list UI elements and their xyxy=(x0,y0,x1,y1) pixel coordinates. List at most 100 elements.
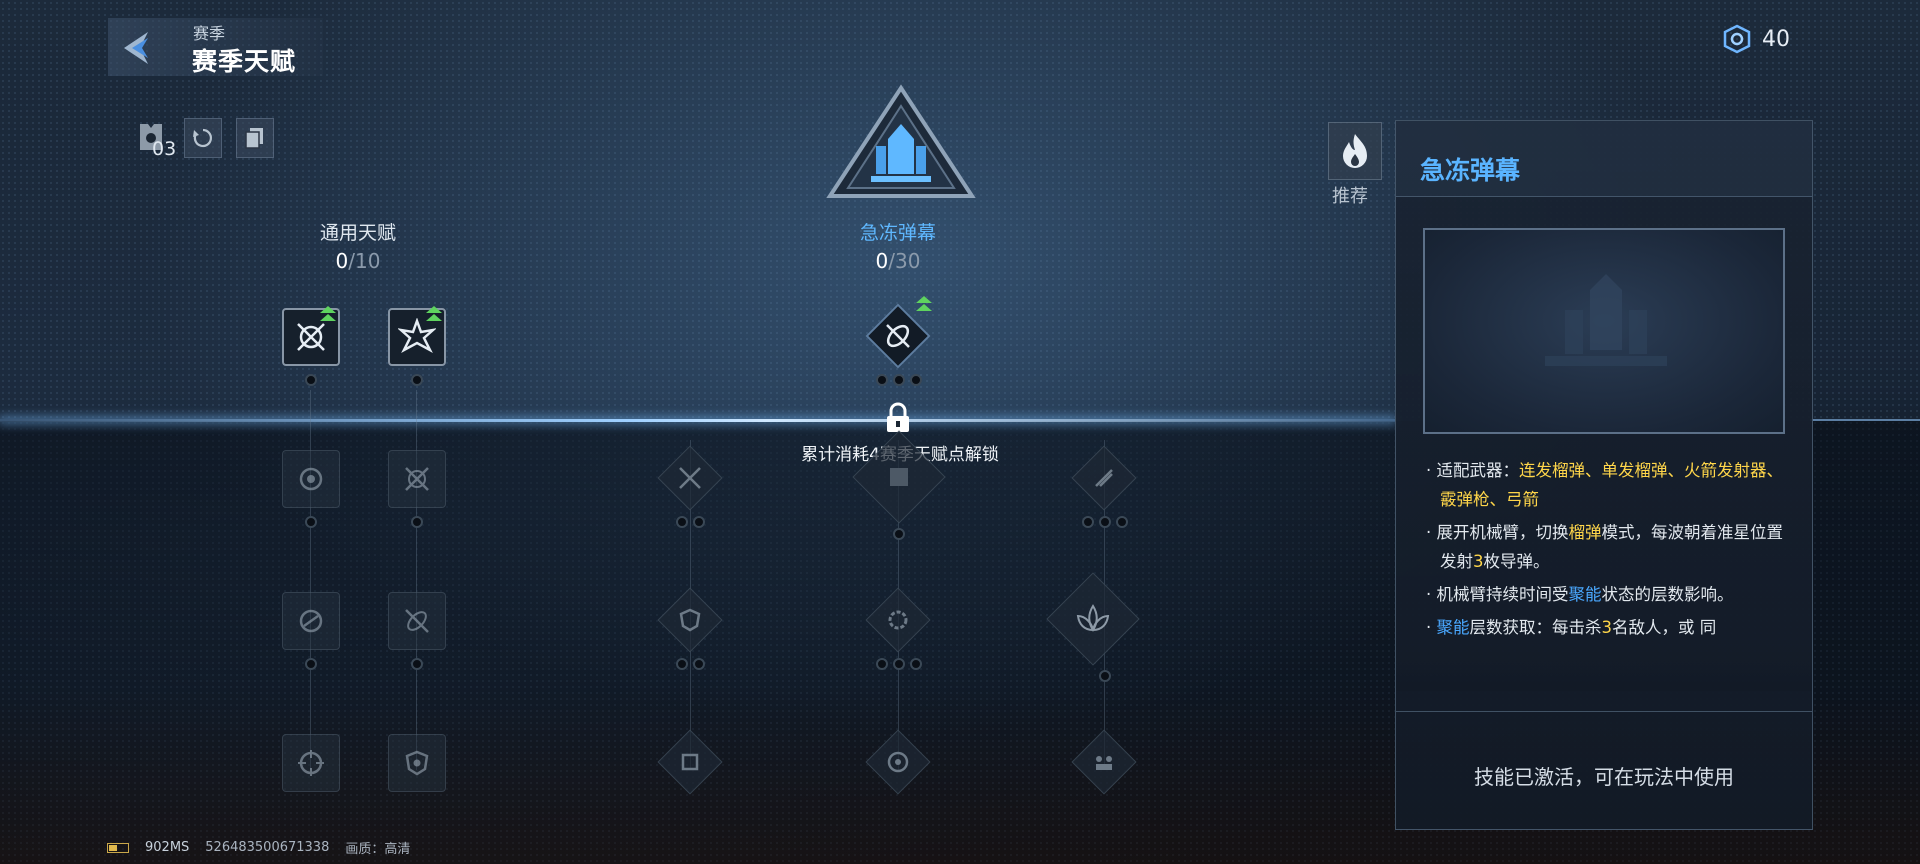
page-header: 赛季 赛季天赋 xyxy=(108,18,323,76)
node-level-dot xyxy=(876,374,888,386)
heart-shield-icon xyxy=(405,750,429,776)
ping-value: 902MS xyxy=(145,840,190,855)
upgrade-arrows-icon xyxy=(320,306,336,321)
node-level-dot xyxy=(305,374,317,386)
gear-icon xyxy=(888,610,908,630)
talent-node-locked[interactable] xyxy=(657,445,723,511)
description-line-2: · 机械臂持续时间受聚能状态的层数影响。 xyxy=(1426,585,1734,604)
rocket-spark-icon xyxy=(405,467,429,491)
node-level-dot xyxy=(411,374,423,386)
column-progress: 0/10 xyxy=(335,249,381,273)
skill-description: · 适配武器：连发榴弹、单发榴弹、火箭发射器、霰弹枪、弓箭 · 展开机械臂，切换… xyxy=(1426,456,1796,661)
node-level-dot xyxy=(1099,670,1111,682)
talent-node-locked[interactable] xyxy=(388,734,446,792)
emblem-small-icon xyxy=(890,468,908,486)
skill-detail-panel: 急冻弹幕 · 适配武器：连发榴弹、单发榴弹、火箭发射器、霰弹枪、弓箭 · 展开机… xyxy=(1395,120,1813,830)
skill-emblem-icon xyxy=(826,84,976,198)
node-level-dot xyxy=(693,658,705,670)
battery-icon xyxy=(107,842,129,853)
preset-icon xyxy=(140,124,162,150)
connector-line xyxy=(416,390,417,770)
skill-talent-header: 急冻弹幕 0/30 xyxy=(818,218,978,273)
talent-node-locked[interactable] xyxy=(1071,445,1137,511)
talent-point-value: 40 xyxy=(1762,26,1790,52)
preview-emblem-icon xyxy=(1545,274,1667,366)
description-line-1: · 展开机械臂，切换榴弹模式，每波朝着准星位置发射3枚导弹。 xyxy=(1426,523,1783,571)
talent-node-locked-large[interactable] xyxy=(1046,572,1140,666)
preset-button[interactable]: 03 xyxy=(132,118,176,160)
connector-line xyxy=(310,390,311,770)
talent-point-balance: 40 xyxy=(1722,24,1790,54)
talent-node-locked[interactable] xyxy=(282,592,340,650)
explosion-icon xyxy=(398,318,436,353)
node-level-dot xyxy=(1099,516,1111,528)
target-gear-icon xyxy=(299,467,323,491)
rocket-spark-icon xyxy=(297,323,325,351)
talent-node-general-2[interactable] xyxy=(388,308,446,366)
talent-node-locked[interactable] xyxy=(657,729,723,795)
recommend-label: 推荐 xyxy=(1332,186,1368,207)
node-level-dot xyxy=(305,516,317,528)
node-level-dot xyxy=(893,658,905,670)
reset-button[interactable] xyxy=(184,118,222,158)
panel-title-bar: 急冻弹幕 xyxy=(1396,121,1812,197)
trap-icon xyxy=(681,753,699,771)
recommend-button[interactable] xyxy=(1328,122,1382,180)
talent-node-locked[interactable] xyxy=(388,450,446,508)
panel-divider xyxy=(1396,711,1812,712)
node-level-dot xyxy=(676,516,688,528)
talent-node-locked[interactable] xyxy=(282,734,340,792)
node-level-dot xyxy=(693,516,705,528)
flame-icon xyxy=(1343,134,1367,168)
column-progress: 0/30 xyxy=(875,249,921,273)
node-level-dot xyxy=(910,374,922,386)
talent-node-skill-1[interactable] xyxy=(865,303,931,369)
toolbar: 03 xyxy=(132,118,274,160)
node-level-dot xyxy=(305,658,317,670)
skill-preview-video[interactable] xyxy=(1423,228,1785,434)
column-name: 急冻弹幕 xyxy=(859,222,936,244)
talent-node-locked[interactable] xyxy=(282,450,340,508)
node-level-dot xyxy=(411,658,423,670)
talent-node-locked[interactable] xyxy=(865,729,931,795)
target-icon xyxy=(887,751,909,773)
weapons-line: · 适配武器：连发榴弹、单发榴弹、火箭发射器、霰弹枪、弓箭 xyxy=(1426,461,1783,509)
claw-icon xyxy=(1095,469,1113,487)
node-level-dot xyxy=(876,658,888,670)
spiral-icon xyxy=(299,609,323,633)
upgrade-arrows-icon xyxy=(916,296,932,311)
talent-node-locked-large[interactable] xyxy=(852,430,946,524)
crossed-blades-icon xyxy=(679,467,701,489)
talent-point-icon xyxy=(1723,24,1751,54)
back-button[interactable] xyxy=(118,28,158,68)
talent-node-locked[interactable] xyxy=(388,592,446,650)
description-line-3: · 聚能层数获取：每击杀3名敌人，或 同 xyxy=(1426,618,1717,637)
upgrade-arrows-icon xyxy=(426,306,442,321)
copy-icon xyxy=(245,128,263,149)
description-scroll-fade xyxy=(1396,661,1812,691)
back-arrow-icon xyxy=(124,32,148,64)
missile-icon xyxy=(405,609,429,633)
node-level-dot xyxy=(1082,516,1094,528)
unlock-threshold-line xyxy=(0,419,1395,422)
player-uid: 526483500671338 xyxy=(205,840,330,855)
graphics-quality: 画质：高清 xyxy=(345,842,411,857)
general-talent-header: 通用天赋 0/10 xyxy=(278,218,438,273)
node-level-dot xyxy=(910,658,922,670)
lock-icon xyxy=(887,402,909,432)
header-subtitle: 赛季 xyxy=(193,24,226,43)
node-level-dot xyxy=(893,528,905,540)
shield-icon xyxy=(679,608,701,632)
reset-icon xyxy=(193,128,212,148)
node-level-dot xyxy=(1116,516,1128,528)
talent-node-locked[interactable] xyxy=(1071,729,1137,795)
talent-node-locked[interactable] xyxy=(657,587,723,653)
skill-title: 急冻弹幕 xyxy=(1420,156,1521,185)
lotus-icon xyxy=(1076,604,1110,632)
column-name: 通用天赋 xyxy=(319,222,396,244)
talent-node-locked[interactable] xyxy=(865,587,931,653)
skill-status-text: 技能已激活，可在玩法中使用 xyxy=(1474,765,1734,789)
preset-count: 03 xyxy=(152,138,177,160)
copy-button[interactable] xyxy=(236,118,274,158)
unlock-threshold-line-right xyxy=(1810,419,1920,421)
